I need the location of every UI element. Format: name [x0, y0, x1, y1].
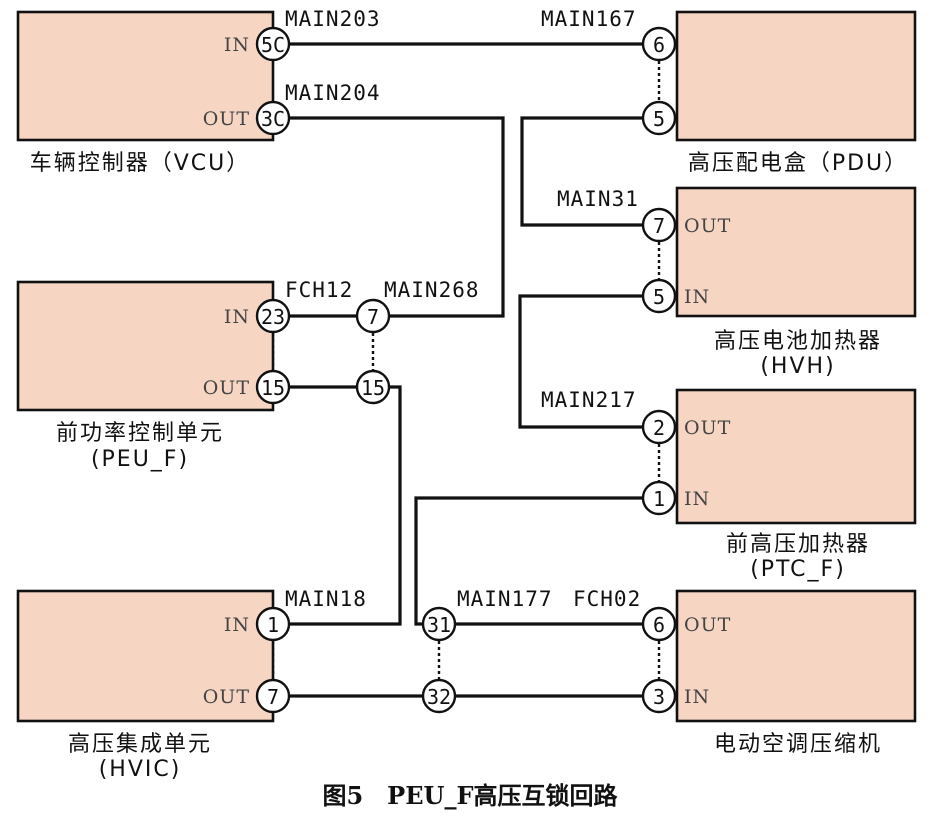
label-main204: MAIN204 — [285, 81, 381, 105]
label-main167: MAIN167 — [541, 7, 637, 31]
wire-ptc-to-fch02 — [414, 496, 642, 626]
pin-comp-in-label: 3 — [653, 685, 665, 709]
pin-fch02-a-label: 31 — [427, 613, 451, 637]
pin-hvh-out-label: 7 — [653, 214, 665, 238]
wire-fch12-to-hvic — [290, 385, 402, 626]
pin-pdu-b-label: 5 — [653, 107, 665, 131]
peu-name: 前功率控制单元 — [56, 421, 224, 446]
hvh-box — [675, 186, 917, 318]
pin-ptc-out: 2 — [641, 409, 677, 445]
pin-fch02-b: 32 — [421, 678, 457, 714]
label-main203: MAIN203 — [285, 7, 381, 31]
pin-hvic-in: 1 — [255, 606, 291, 642]
label-main217: MAIN217 — [541, 388, 637, 412]
hvh-name: 高压电池加热器 — [714, 329, 882, 354]
label-main31: MAIN31 — [557, 187, 639, 211]
pin-peu-out: 15 — [255, 369, 291, 405]
hvic-in-label: IN — [224, 614, 250, 636]
pdu-box — [675, 10, 917, 142]
pin-pdu-b: 5 — [641, 100, 677, 136]
hvic-out-label: OUT — [203, 686, 250, 708]
pin-ptc-in: 1 — [641, 480, 677, 516]
pin-hvic-out-label: 7 — [267, 685, 279, 709]
pin-pdu-a-label: 6 — [653, 33, 665, 57]
pin-fch12-b-label: 15 — [361, 376, 385, 400]
pin-hvh-in: 5 — [641, 278, 677, 314]
pin-comp-in: 3 — [641, 678, 677, 714]
hvh-out-label: OUT — [684, 215, 731, 237]
pin-vcu-in-label: 5C — [261, 33, 285, 57]
hvh-in-label: IN — [684, 286, 710, 308]
wire-hvh-to-ptc — [518, 294, 642, 429]
peu-sub: (PEU_F) — [91, 447, 189, 472]
pin-peu-in-label: 23 — [261, 305, 285, 329]
comp-name: 电动空调压缩机 — [714, 732, 882, 757]
label-main268: MAIN268 — [384, 278, 480, 302]
label-fch12: FCH12 — [285, 278, 353, 302]
hvic-box — [16, 589, 275, 723]
label-main177: MAIN177 — [457, 587, 553, 611]
pin-fch02-a: 31 — [421, 606, 457, 642]
ptc-in-label: IN — [684, 488, 710, 510]
pin-vcu-in: 5C — [255, 26, 291, 62]
label-fch02: FCH02 — [573, 587, 641, 611]
pin-vcu-out: 3C — [255, 100, 291, 136]
hvh-sub: (HVH) — [760, 354, 835, 379]
pin-fch12-a: 7 — [355, 298, 391, 334]
vcu-in-label: IN — [224, 34, 250, 56]
vcu-name: 车辆控制器（VCU） — [30, 151, 251, 176]
ptc-sub: (PTC_F) — [750, 557, 846, 582]
ptc-name: 前高压加热器 — [726, 532, 870, 557]
pin-hvh-in-label: 5 — [653, 285, 665, 309]
pin-pdu-a: 6 — [641, 26, 677, 62]
pin-fch12-b: 15 — [355, 369, 391, 405]
pin-comp-out: 6 — [641, 606, 677, 642]
pin-vcu-out-label: 3C — [261, 107, 285, 131]
peu-out-label: OUT — [203, 377, 250, 399]
pdu-name: 高压配电盒（PDU） — [688, 151, 908, 176]
vcu-out-label: OUT — [203, 108, 250, 130]
pin-hvic-out: 7 — [255, 678, 291, 714]
vcu-box — [16, 10, 275, 142]
comp-box — [675, 589, 917, 723]
pin-ptc-in-label: 1 — [653, 487, 665, 511]
peu-box — [16, 280, 275, 412]
hvic-sub: (HVIC) — [99, 757, 182, 782]
figure-caption: 图5 PEU_F高压互锁回路 — [322, 781, 618, 810]
hvic-name: 高压集成单元 — [68, 732, 212, 757]
comp-in-label: IN — [684, 686, 710, 708]
pin-peu-out-label: 15 — [261, 376, 285, 400]
pin-fch02-b-label: 32 — [427, 685, 451, 709]
pin-fch12-a-label: 7 — [367, 305, 379, 329]
peu-in-label: IN — [224, 306, 250, 328]
ptc-out-label: OUT — [684, 417, 731, 439]
wire-pdu-to-hvh — [520, 116, 642, 227]
label-main18: MAIN18 — [285, 587, 367, 611]
comp-out-label: OUT — [684, 614, 731, 636]
ptc-box — [675, 388, 917, 525]
pin-ptc-out-label: 2 — [653, 416, 665, 440]
pin-comp-out-label: 6 — [653, 613, 665, 637]
pin-hvic-in-label: 1 — [267, 613, 279, 637]
pin-peu-in: 23 — [255, 298, 291, 334]
wire-main204-main268 — [290, 116, 505, 318]
pin-hvh-out: 7 — [641, 207, 677, 243]
